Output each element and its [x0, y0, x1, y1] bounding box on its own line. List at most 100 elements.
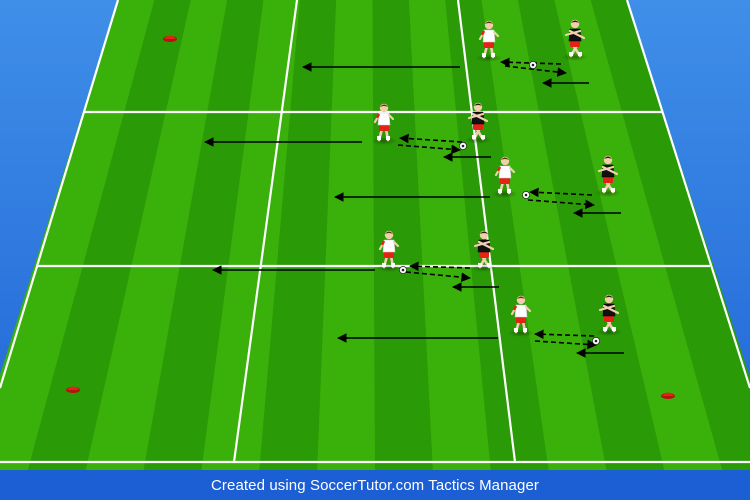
pass-arrow [527, 199, 595, 210]
pass-arrow [405, 271, 471, 282]
sock [481, 135, 485, 139]
arm [387, 113, 395, 121]
sock [386, 136, 390, 140]
grass-surface [0, 0, 750, 470]
sock [523, 328, 527, 332]
player-white [492, 156, 518, 198]
sock [507, 189, 511, 193]
player-shadow [471, 264, 497, 272]
players [371, 19, 622, 337]
player-white [371, 103, 397, 145]
ball-patch [594, 339, 598, 343]
pass-arrow [500, 57, 562, 68]
ball-patch [461, 144, 465, 148]
inner-line-left [232, 0, 299, 463]
player-shadow [562, 53, 588, 61]
shirt [482, 29, 496, 43]
sock [603, 327, 607, 331]
player-shadow [595, 189, 621, 197]
pass-arrow [399, 133, 463, 144]
cones [66, 35, 675, 399]
sock [611, 188, 615, 192]
arm [564, 29, 582, 37]
pass-arrow [397, 144, 461, 155]
player-black [465, 102, 491, 144]
grass-stripe [408, 0, 491, 470]
inner-line-right [456, 0, 517, 463]
player-shadow [596, 328, 622, 336]
shirt [382, 239, 396, 253]
sock [487, 263, 491, 267]
sock [482, 53, 486, 57]
player-shadow [465, 136, 491, 144]
footer-bar: Created using SoccerTutor.com Tactics Ma… [0, 470, 750, 500]
shorts [516, 316, 526, 323]
player-white [376, 230, 402, 272]
pass-arrow [504, 65, 567, 77]
player-shadow [376, 264, 402, 272]
player-shadow [371, 137, 397, 145]
player-black [596, 294, 622, 336]
left-touchline [0, 0, 120, 389]
shorts [379, 124, 389, 131]
hair [474, 103, 482, 106]
arm [524, 305, 532, 313]
shorts [604, 315, 614, 322]
shorts [479, 251, 489, 258]
sock [491, 53, 495, 57]
player-white [476, 20, 502, 62]
sock [578, 52, 582, 56]
grass-stripe [554, 0, 723, 470]
hair [485, 21, 493, 24]
sleeve [512, 305, 518, 311]
sock [498, 189, 502, 193]
grass-stripe [481, 0, 607, 470]
shorts [500, 177, 510, 184]
shorts [384, 251, 394, 258]
ball-patch [524, 193, 528, 197]
hair [380, 104, 388, 107]
sleeve [375, 113, 381, 119]
arm [508, 166, 516, 174]
grass-stripe [0, 0, 155, 470]
player-shadow [492, 190, 518, 198]
sock [602, 188, 606, 192]
sock [377, 136, 381, 140]
grass-stripe [201, 0, 300, 470]
grass-stripe [85, 0, 228, 470]
footer-credit: Created using SoccerTutor.com Tactics Ma… [211, 476, 539, 494]
sock [478, 263, 482, 267]
player-shadow [508, 329, 534, 337]
right-touchline [625, 0, 750, 389]
sock [514, 328, 518, 332]
balls [399, 61, 600, 345]
sleeve [480, 30, 486, 36]
cone-top [164, 35, 176, 39]
grass-stripe [317, 0, 375, 470]
player-white [508, 295, 534, 337]
ball-patch [401, 268, 405, 272]
shorts [570, 40, 580, 47]
sock [382, 263, 386, 267]
player-shadow [476, 54, 502, 62]
shorts [603, 176, 613, 183]
sock [391, 263, 395, 267]
hair [571, 20, 579, 23]
sock [472, 135, 476, 139]
shirt [377, 112, 391, 126]
hair [604, 156, 612, 159]
sleeve [380, 240, 386, 246]
shirt [498, 165, 512, 179]
pitch-lines [0, 0, 750, 462]
pass-arrow [529, 187, 593, 198]
pass-arrow [534, 329, 595, 340]
shirt [514, 304, 528, 318]
movement-arrows [204, 57, 624, 358]
shorts [484, 41, 494, 48]
hair [480, 231, 488, 234]
pass-arrow [534, 339, 597, 350]
hair [605, 295, 613, 298]
arm [467, 112, 485, 120]
arm [598, 304, 616, 312]
